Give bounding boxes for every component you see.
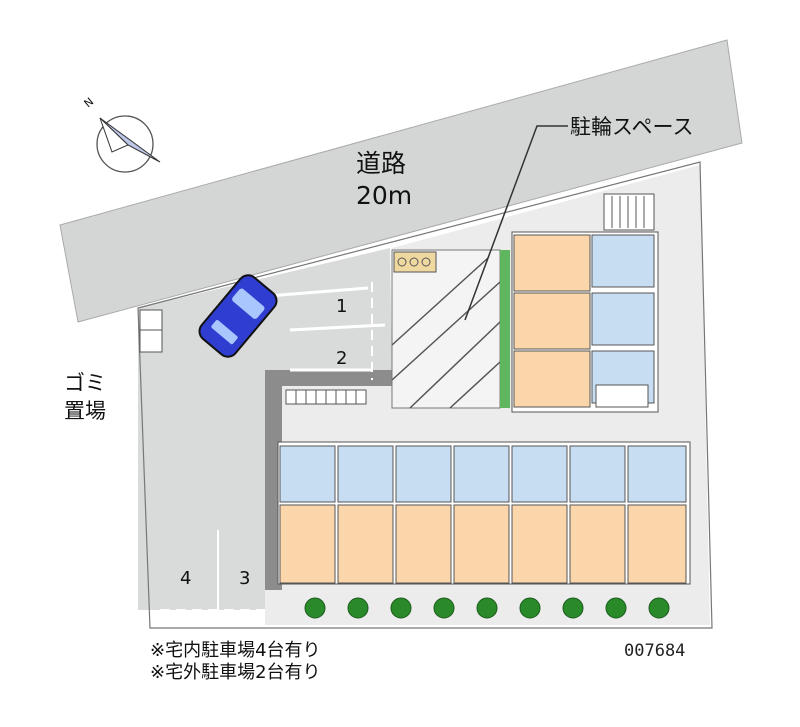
tree-icon (648, 597, 670, 619)
upper-building (511, 231, 659, 413)
property-code: 007684 (624, 641, 686, 661)
bicycle-space-area (391, 249, 501, 409)
car-icon (198, 274, 278, 358)
site-boundary (137, 161, 713, 629)
parking-space-3: 3 (239, 568, 250, 589)
entrance-steps (285, 389, 367, 405)
parking-note-outside: ※宅外駐車場2台有り (150, 662, 321, 683)
tree-icon (519, 597, 541, 619)
tree-icon (390, 597, 412, 619)
bicycle-space-label: 駐輪スペース (570, 115, 693, 139)
lower-building (277, 441, 691, 585)
road-name: 道路 (356, 149, 406, 178)
tree-icon (433, 597, 455, 619)
garbage-label-line1: ゴミ (64, 371, 106, 395)
tree-icon (304, 597, 326, 619)
parking-space-2: 2 (336, 348, 347, 369)
garbage-station (139, 309, 163, 353)
road (59, 39, 743, 323)
bicycle-rack-icon (393, 251, 437, 273)
road-width: 20m (356, 181, 412, 210)
compass-letter: N (82, 95, 97, 110)
tree-icon (605, 597, 627, 619)
garbage-label-line2: 置場 (64, 399, 106, 423)
tree-icon (562, 597, 584, 619)
parking-note-inside: ※宅内駐車場4台有り (150, 640, 321, 661)
tree-icon (347, 597, 369, 619)
trees (304, 597, 670, 619)
parking-space-4: 4 (180, 568, 191, 589)
stairs (603, 193, 655, 231)
compass-icon: N (82, 95, 161, 173)
leader-line (464, 125, 568, 321)
parking-markings (160, 282, 386, 611)
hedge-strip (500, 250, 510, 408)
parking-space-1: 1 (336, 296, 347, 317)
tree-icon (476, 597, 498, 619)
